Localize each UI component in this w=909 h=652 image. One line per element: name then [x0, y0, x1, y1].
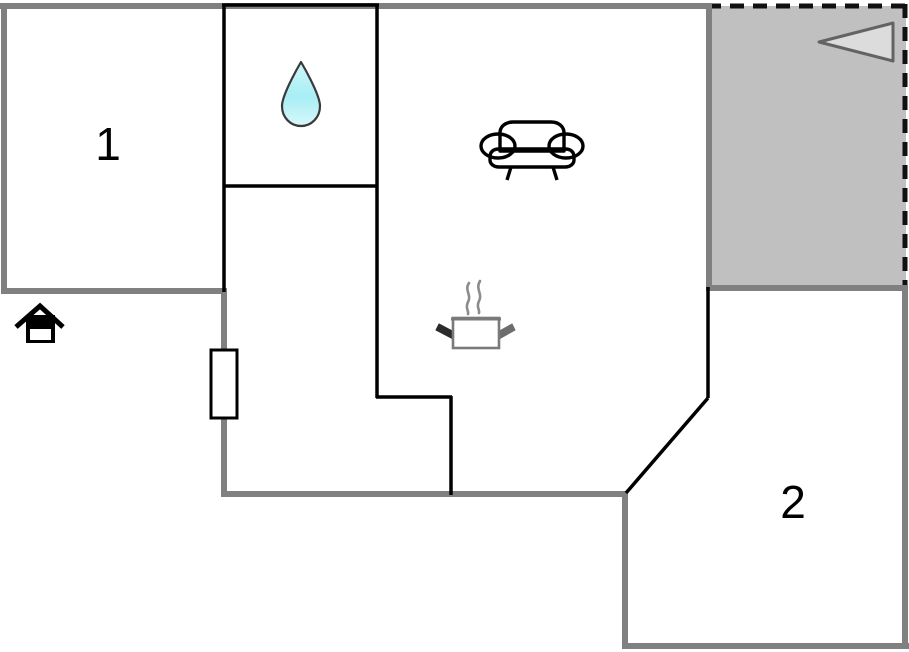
house-entrance-icon — [14, 302, 65, 343]
room-number-1: 1 — [95, 118, 121, 170]
sofa-leg-right — [551, 166, 559, 181]
sofa-backrest — [498, 120, 566, 153]
sofa-seat — [488, 147, 576, 169]
window-symbol — [209, 348, 239, 420]
water-drop-icon — [280, 60, 322, 128]
house-door-opening — [30, 329, 51, 340]
water-drop-shape — [280, 60, 322, 128]
sofa-armrest-right — [547, 132, 585, 160]
interior-walls — [222, 3, 710, 495]
sofa-leg-left — [505, 166, 513, 181]
pot-steam-right — [476, 279, 482, 315]
window-symbol-frame — [209, 348, 239, 420]
terrace-arrow-icon — [817, 21, 895, 63]
house-roof — [14, 302, 65, 329]
interior-wall-room2-diagonal — [624, 396, 710, 495]
room-number-2: 2 — [780, 476, 806, 528]
terrace-arrow-shape — [817, 21, 895, 63]
cooking-pot-icon — [435, 279, 516, 350]
pot-steam-left — [465, 281, 471, 316]
sofa-armrest-left — [479, 132, 517, 160]
sofa-icon — [479, 120, 585, 181]
pot-body — [451, 316, 501, 350]
